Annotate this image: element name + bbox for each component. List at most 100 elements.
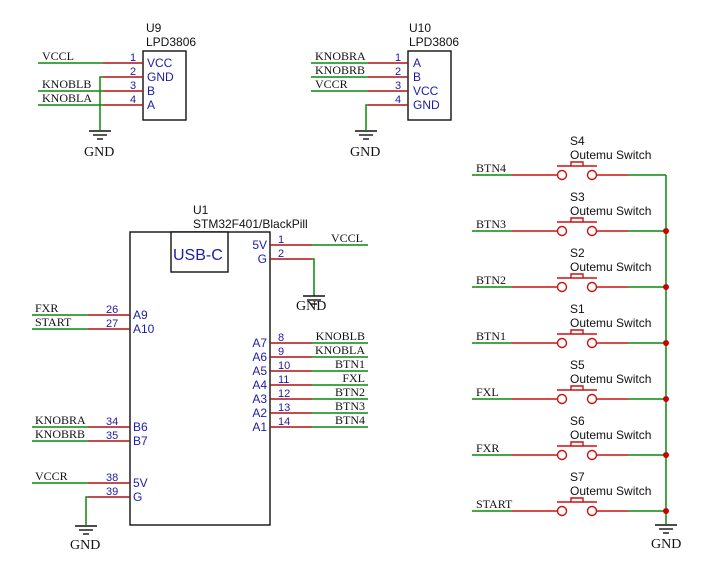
u10-pin3-name: VCC xyxy=(413,84,439,98)
switch-plunger xyxy=(570,385,584,390)
u10-pin1-num: 1 xyxy=(395,52,401,64)
gnd-label: GND xyxy=(651,537,681,552)
net-label-start: START xyxy=(35,315,72,329)
switch-ref: S4 xyxy=(570,134,585,148)
switch-contact-right xyxy=(586,449,598,461)
u1-pin14-name: A1 xyxy=(252,420,267,434)
u1-pin35-num: 35 xyxy=(106,430,118,442)
gnd-label: GND xyxy=(84,145,114,160)
u1-pin39-name: G xyxy=(133,490,142,504)
net-label-vccr: VCCR xyxy=(315,77,348,91)
wire-u1-gnd-left xyxy=(85,496,88,525)
switch-contact-left xyxy=(556,225,568,237)
switch-contact-left xyxy=(556,505,568,517)
net-label-vccl: VCCL xyxy=(331,231,363,245)
u1-pin11-name: A4 xyxy=(252,378,267,392)
u1-pin34-num: 34 xyxy=(106,416,118,428)
gnd-label: GND xyxy=(296,299,326,314)
junction-dot xyxy=(663,340,669,346)
u9-pin1-num: 1 xyxy=(130,52,136,64)
component-u1[interactable]: U1 STM32F401/BlackPill USB-C 1 2 8 9 10 … xyxy=(88,203,312,526)
net-label-fxr: FXR xyxy=(476,441,499,455)
net-label-knoblb: KNOBLB xyxy=(316,329,365,343)
net-label-vccr: VCCR xyxy=(35,469,68,483)
switch-value: Outemu Switch xyxy=(570,316,651,330)
switch-contact-left xyxy=(556,337,568,349)
u1-pin27-name: A10 xyxy=(133,322,155,336)
switch-ref: S6 xyxy=(570,414,585,428)
switch-contact-right xyxy=(586,337,598,349)
u10-pin2-num: 2 xyxy=(395,66,401,78)
u1-usb-label: USB-C xyxy=(173,247,223,264)
net-label-btn4: BTN4 xyxy=(476,161,506,175)
switch-plunger xyxy=(570,217,584,222)
switch-contact-left xyxy=(556,169,568,181)
switch-plunger xyxy=(570,497,584,502)
u1-pin2-name: G xyxy=(258,252,267,266)
switch-contact-right xyxy=(586,393,598,405)
net-label-btn3: BTN3 xyxy=(476,217,506,231)
u9-pin1-name: VCC xyxy=(147,56,173,70)
u1-pin11-num: 11 xyxy=(278,374,289,386)
wire-u1-gnd-right xyxy=(312,258,315,296)
u1-pin8-name: A7 xyxy=(252,336,267,350)
u10-pin2-name: B xyxy=(413,70,421,84)
component-u10[interactable]: U10 LPD3806 1 2 3 4 A B VCC GND xyxy=(368,21,459,121)
switch-contact-right xyxy=(586,169,598,181)
u1-pin13-num: 13 xyxy=(278,402,290,414)
u10-pin1-name: A xyxy=(413,56,421,70)
switch-plunger xyxy=(570,329,584,334)
gnd-label: GND xyxy=(70,538,100,553)
u10-body xyxy=(407,50,452,121)
switch-ref: S7 xyxy=(570,470,585,484)
u1-pin8-num: 8 xyxy=(278,332,284,344)
u9-pin4-name: A xyxy=(147,98,155,112)
u1-usb-c-port xyxy=(170,231,229,273)
u10-pin4-num: 4 xyxy=(395,94,401,106)
net-label-fxr: FXR xyxy=(35,301,58,315)
u10-ref: U10 xyxy=(409,21,431,35)
u9-pin2-name: GND xyxy=(147,70,174,84)
junction-dot xyxy=(663,284,669,290)
u9-pin3-name: B xyxy=(147,84,155,98)
u10-pin4-name: GND xyxy=(413,98,440,112)
wire-u9-gnd xyxy=(99,76,103,130)
switch-value: Outemu Switch xyxy=(570,260,651,274)
switch-value: Outemu Switch xyxy=(570,372,651,386)
u1-pin12-num: 12 xyxy=(278,388,290,400)
u1-pin38-name: 5V xyxy=(133,476,148,490)
u1-pin39-num: 39 xyxy=(106,486,118,498)
net-label-btn4: BTN4 xyxy=(335,413,365,427)
u9-pin2-num: 2 xyxy=(130,66,136,78)
u1-pin1-name: 5V xyxy=(252,238,267,252)
gnd-symbol-u10: GND xyxy=(350,130,380,160)
net-label-start: START xyxy=(476,497,513,511)
u9-body xyxy=(142,50,187,121)
gnd-symbol-u9: GND xyxy=(84,130,114,160)
net-label-btn2: BTN2 xyxy=(335,385,365,399)
switch-value: Outemu Switch xyxy=(570,428,651,442)
net-label-btn1: BTN1 xyxy=(476,329,506,343)
net-label-knobla: KNOBLA xyxy=(315,343,365,357)
junction-dot xyxy=(663,396,669,402)
u9-pin4-num: 4 xyxy=(130,94,136,106)
junction-dot xyxy=(663,452,669,458)
switch-contact-left xyxy=(556,449,568,461)
component-u9[interactable]: U9 LPD3806 1 2 3 4 VCC GND B A xyxy=(103,21,196,121)
u1-pin9-num: 9 xyxy=(278,346,284,358)
switch-plunger xyxy=(570,273,584,278)
switch-contact-left xyxy=(556,393,568,405)
net-label-knobrb: KNOBRB xyxy=(35,427,85,441)
net-label-btn3: BTN3 xyxy=(335,399,365,413)
net-label-fxl: FXL xyxy=(476,385,499,399)
gnd-symbol-u1-left: GND xyxy=(70,525,100,553)
u10-pin3-num: 3 xyxy=(395,80,401,92)
